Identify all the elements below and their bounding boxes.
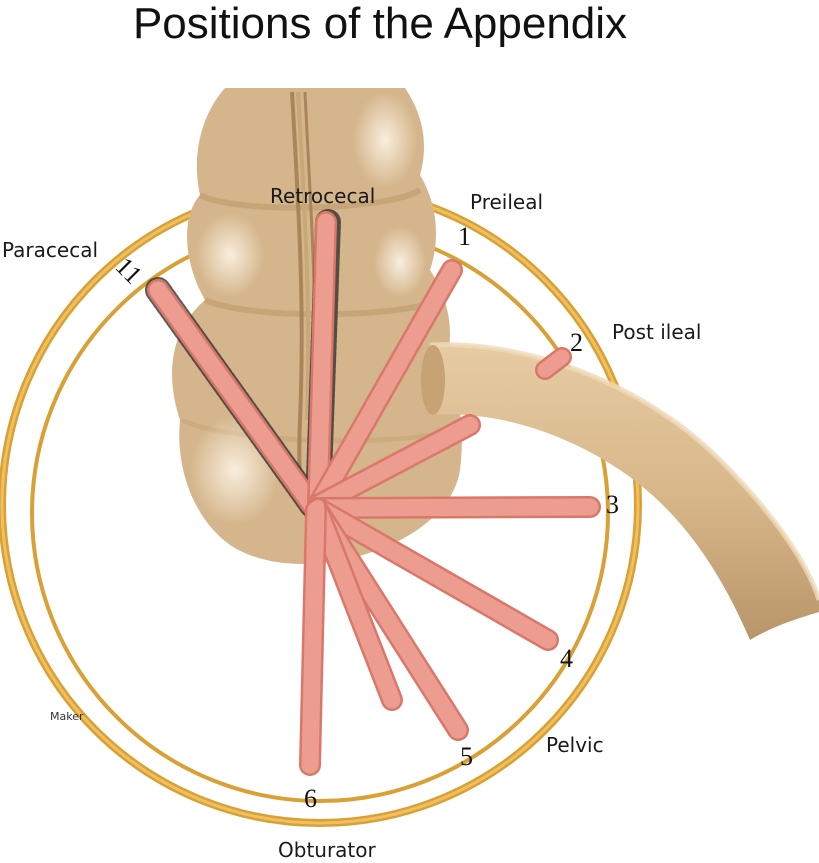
label-pelvic: Pelvic bbox=[546, 733, 604, 757]
appendix-retrocecal bbox=[307, 211, 337, 516]
appendix-2-post-ileal bbox=[307, 347, 572, 516]
number-5: 5 bbox=[460, 742, 473, 771]
appendix-11-paracecal bbox=[147, 279, 323, 516]
number-4: 4 bbox=[560, 644, 573, 673]
label-paracecal: Paracecal bbox=[2, 238, 99, 262]
number-3: 3 bbox=[606, 490, 619, 519]
number-6: 6 bbox=[304, 784, 317, 813]
page-title: Positions of the Appendix bbox=[132, 0, 628, 48]
appendix-base bbox=[312, 500, 324, 512]
maker-watermark: Maker bbox=[50, 710, 84, 723]
number-1: 1 bbox=[458, 222, 471, 251]
appendix-4 bbox=[307, 497, 559, 651]
label-retrocecal: Retrocecal bbox=[270, 184, 376, 208]
number-2: 2 bbox=[570, 328, 583, 357]
appendix-3 bbox=[307, 496, 601, 519]
appendix-6-obturator bbox=[299, 499, 327, 776]
appendix-5b bbox=[307, 499, 403, 711]
appendix-1-preileal bbox=[307, 259, 463, 516]
label-obturator: Obturator bbox=[278, 838, 376, 862]
label-preileal: Preileal bbox=[470, 190, 544, 214]
ileum bbox=[421, 342, 819, 640]
label-post-ileal: Post ileal bbox=[612, 320, 702, 344]
